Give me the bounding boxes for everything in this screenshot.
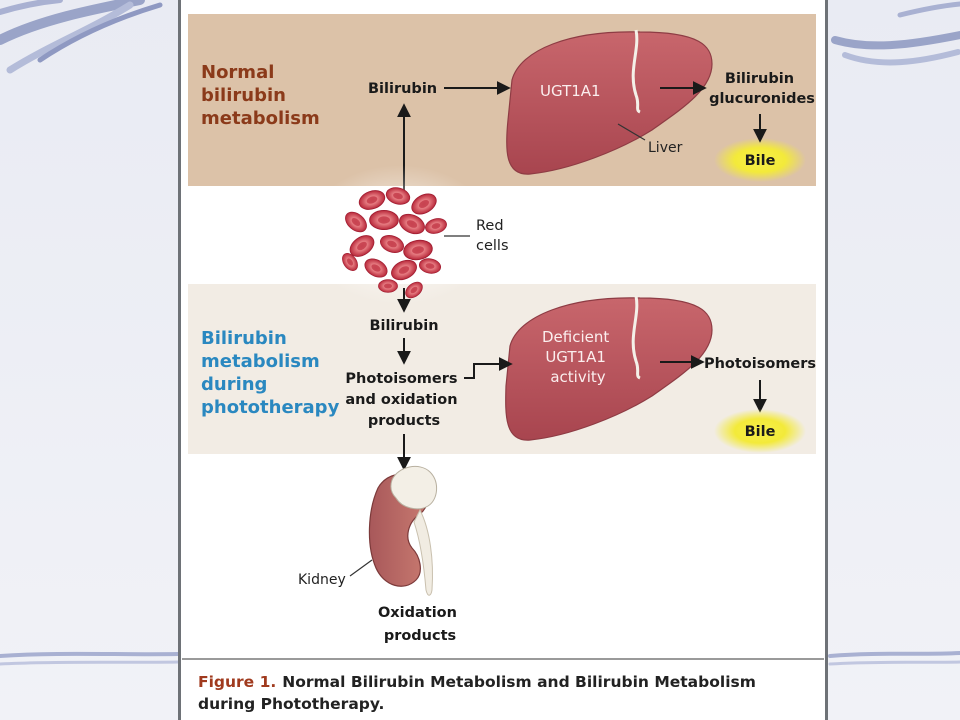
bile-glow-bottom <box>714 409 806 453</box>
label-bile-top: Bile <box>745 153 776 169</box>
kidney <box>368 465 437 596</box>
bile-glow-top <box>714 138 806 182</box>
normal-metabolism-band <box>188 14 816 186</box>
label-oxidation-products: Oxidation products <box>378 605 462 644</box>
label-deficient-activity: Deficient UGT1A1 activity <box>542 328 614 386</box>
liver-pointer-line <box>617 123 646 141</box>
label-kidney: Kidney <box>298 572 346 588</box>
phototherapy-title: Bilirubin metabolism during phototherapy <box>201 328 340 418</box>
label-bile-bottom: Bile <box>745 424 776 440</box>
caption-divider <box>182 658 824 660</box>
label-red-cells: Red cells <box>476 218 509 254</box>
liver-top <box>506 29 713 175</box>
label-glucuronides: Bilirubin glucuronides <box>709 71 815 107</box>
label-bilirubin-mid: Bilirubin <box>369 318 438 334</box>
label-photoisomers-right: Photoisomers <box>704 356 816 372</box>
decorative-swoosh-top-left <box>0 0 163 74</box>
label-ugt1a1: UGT1A1 <box>540 82 601 100</box>
figure-caption: Figure 1.Normal Bilirubin Metabolism and… <box>198 671 808 715</box>
caption-text: Normal Bilirubin Metabolism and Bilirubi… <box>198 673 756 713</box>
arrow-photoisomers-to-liver <box>464 357 513 379</box>
label-liver: Liver <box>648 140 683 156</box>
decorative-swoosh-top-right <box>831 1 960 66</box>
kidney-pointer-line <box>349 559 373 577</box>
caption-figure-number: Figure 1. <box>198 673 277 691</box>
label-photoisomers-oxidation: Photoisomers and oxidation products <box>345 371 462 429</box>
red-cells-cluster <box>342 187 447 299</box>
label-bilirubin-top: Bilirubin <box>368 81 437 97</box>
decorative-lines-bottom <box>0 651 960 666</box>
red-cells-glow <box>305 165 495 305</box>
normal-title: Normal bilirubin metabolism <box>201 62 320 129</box>
